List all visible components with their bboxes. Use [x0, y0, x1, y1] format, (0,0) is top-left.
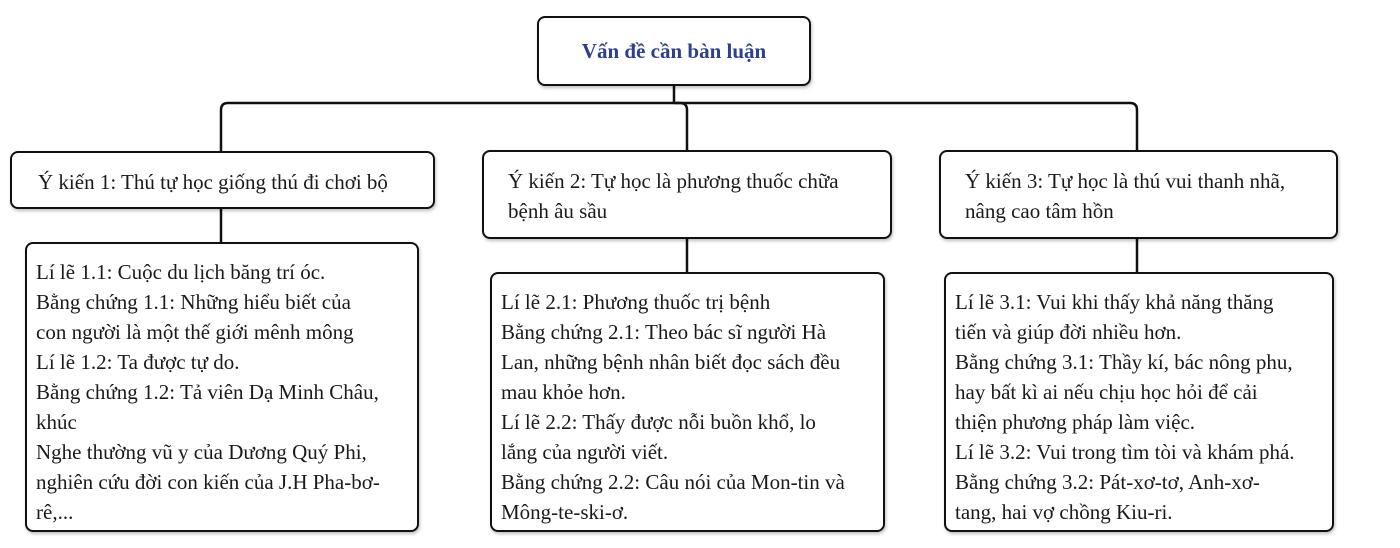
root-node: Vấn đề cần bàn luận [537, 16, 811, 86]
detail-2-line: Lí lẽ 2.1: Phương thuốc trị bệnh [501, 290, 771, 314]
detail-1-line: Bằng chứng 1.1: Những hiểu biết của [36, 290, 351, 314]
detail-3-line: tang, hai vợ chồng Kiu-ri. [955, 500, 1173, 524]
opinion-2-box: Ý kiến 2: Tự học là phương thuốc chữa bệ… [482, 150, 892, 239]
detail-3-line: hay bất kì ai nếu chịu học hỏi để cải [955, 380, 1258, 404]
detail-3-line: tiến và giúp đời nhiều hơn. [955, 320, 1182, 344]
opinion-1-box: Ý kiến 1: Thú tự học giống thú đi chơi b… [10, 151, 435, 209]
detail-1-line: con người là một thế giới mênh mông [36, 320, 354, 344]
branch-right [674, 101, 1139, 150]
detail-3-line: Lí lẽ 3.2: Vui trong tìm tòi và khám phá… [955, 440, 1295, 464]
detail-1-line: Nghe thường vũ y của Dương Quý Phi, [36, 440, 367, 464]
detail-3-line: thiện phương pháp làm việc. [955, 410, 1196, 434]
detail-2-line: Lí lẽ 2.2: Thấy được nỗi buồn khổ, lo [501, 410, 816, 434]
detail-1-line: Bằng chứng 1.2: Tả viên Dạ Minh Châu, [36, 380, 379, 404]
detail-1-box: Lí lẽ 1.1: Cuộc du lịch băng trí óc. Bằn… [25, 242, 419, 532]
detail-3-line: Lí lẽ 3.1: Vui khi thấy khả năng thăng [955, 290, 1274, 314]
detail-2-box: Lí lẽ 2.1: Phương thuốc trị bệnh Bằng ch… [490, 272, 885, 532]
opinion-1-title: Ý kiến 1: Thú tự học giống thú đi chơi b… [38, 170, 388, 194]
detail-2-line: Mông-te-ski-ơ. [501, 500, 629, 524]
detail-2-line: mau khỏe hơn. [501, 380, 626, 404]
detail-3-line: Bằng chứng 3.1: Thầy kí, bác nông phu, [955, 350, 1293, 374]
root-title: Vấn đề cần bàn luận [581, 38, 767, 63]
detail-3-line: Bằng chứng 3.2: Pát-xơ-tơ, Anh-xơ- [955, 470, 1260, 494]
detail-2-line: Lan, những bệnh nhân biết đọc sách đều [501, 350, 841, 374]
detail-1-line: khúc [36, 410, 77, 434]
opinion-3-box: Ý kiến 3: Tự học là thú vui thanh nhã, n… [939, 150, 1338, 239]
detail-3-box: Lí lẽ 3.1: Vui khi thấy khả năng thăng t… [944, 272, 1334, 532]
detail-1-line: Lí lẽ 1.2: Ta được tự do. [36, 350, 240, 374]
detail-2-line: Bằng chứng 2.2: Câu nói của Mon-tin và [501, 470, 845, 494]
opinion-3-title: Ý kiến 3: Tự học là thú vui thanh nhã, n… [965, 169, 1286, 223]
branch-middle [674, 101, 689, 150]
branch-left [219, 101, 674, 151]
opinion-2-title: Ý kiến 2: Tự học là phương thuốc chữa bệ… [508, 169, 839, 223]
detail-2-line: lắng của người viết. [501, 440, 669, 464]
detail-1-line: Lí lẽ 1.1: Cuộc du lịch băng trí óc. [36, 260, 326, 284]
detail-2-line: Bằng chứng 2.1: Theo bác sĩ người Hà [501, 320, 827, 344]
detail-1-line: nghiên cứu đời con kiến của J.H Pha-bơ- [36, 470, 380, 494]
detail-1-line: rê,... [36, 500, 74, 524]
